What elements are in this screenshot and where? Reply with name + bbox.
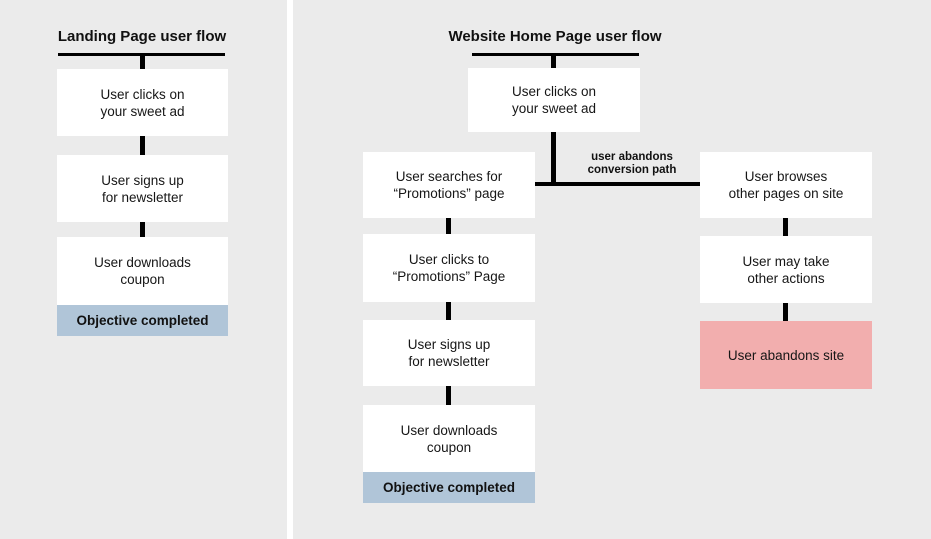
node-text-line: “Promotions” Page (392, 269, 506, 284)
flow-node-searches-promotions: User searches for “Promotions” page (363, 152, 535, 218)
node-text-line: “Promotions” page (393, 186, 505, 201)
objective-completed-banner: Objective completed (363, 472, 535, 503)
node-text-line: coupon (426, 439, 472, 455)
objective-completed-banner: Objective completed (57, 305, 228, 336)
branch-label-line: user abandons (591, 151, 673, 163)
flow-node-downloads-coupon: User downloads coupon (363, 405, 535, 472)
connector-line (551, 132, 556, 186)
connector-line (783, 303, 788, 321)
flow-node-other-actions: User may take other actions (700, 236, 872, 303)
connector-line (446, 218, 451, 234)
connector-line (140, 56, 145, 69)
flow-node-signs-up: User signs up for newsletter (363, 320, 535, 386)
left-title-underline (58, 53, 225, 56)
left-flow-title: Landing Page user flow (57, 28, 227, 45)
connector-line (783, 218, 788, 236)
node-text-line: User clicks on (511, 84, 597, 99)
connector-line (140, 222, 145, 237)
node-text-line: User browses (744, 169, 828, 184)
node-text-line: for newsletter (408, 354, 490, 369)
branch-connector-line (535, 182, 702, 186)
node-text-line: coupon (120, 272, 165, 287)
flow-node-clicks-promotions: User clicks to “Promotions” Page (363, 234, 535, 302)
node-text-line: User clicks to (408, 252, 490, 267)
node-text-line: your sweet ad (511, 101, 597, 116)
objective-label: Objective completed (382, 480, 516, 495)
node-text-line: User downloads (94, 255, 191, 270)
branch-label-abandon-path: user abandons conversion path (588, 151, 677, 177)
node-text-line: User downloads (400, 422, 498, 438)
connector-line (446, 302, 451, 320)
node-text-line: User may take (742, 253, 830, 269)
connector-line (446, 386, 451, 405)
flow-node-signs-up: User signs up for newsletter (57, 155, 228, 222)
branch-label-line: conversion path (587, 164, 677, 176)
node-text-line: User searches for (395, 169, 503, 184)
objective-label: Objective completed (76, 313, 209, 328)
right-flow-title: Website Home Page user flow (448, 28, 662, 45)
node-text-line: User signs up (101, 172, 184, 188)
node-text-line: other actions (747, 270, 825, 286)
flow-node-browses-other-pages: User browses other pages on site (700, 152, 872, 218)
terminal-label: User abandons site (727, 347, 845, 363)
flow-node-clicks-ad: User clicks on your sweet ad (57, 69, 228, 136)
node-text-line: your sweet ad (100, 103, 185, 119)
node-text-line: User signs up (407, 337, 491, 352)
panel-divider (287, 0, 293, 539)
node-text-line: for newsletter (101, 189, 184, 205)
node-text-line: other pages on site (728, 186, 844, 201)
node-text-line: User clicks on (100, 86, 185, 102)
right-title-underline (472, 53, 639, 56)
connector-line (551, 56, 556, 68)
flow-node-downloads-coupon: User downloads coupon (57, 237, 228, 305)
flow-node-clicks-ad: User clicks on your sweet ad (468, 68, 640, 132)
abandons-site-banner: User abandons site (700, 321, 872, 389)
connector-line (140, 136, 145, 155)
